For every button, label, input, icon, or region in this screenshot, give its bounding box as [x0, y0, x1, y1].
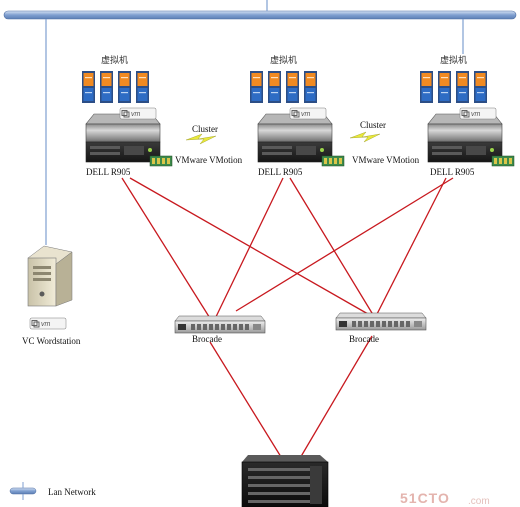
vmware-logo-icon	[119, 107, 157, 120]
vmware-logo-icon	[289, 107, 327, 120]
fibre-links	[121, 177, 454, 466]
server-label: DELL R905	[86, 167, 131, 177]
server-icon	[257, 113, 345, 167]
vmware-logo-icon	[459, 107, 497, 120]
server-icon	[427, 113, 515, 167]
watermark: 51CTO	[400, 490, 450, 506]
lightning-icon	[185, 133, 217, 145]
legend-lan-symbol	[9, 482, 37, 500]
lightning-icon	[349, 131, 381, 143]
vm-label: 虚拟机	[440, 56, 468, 66]
vm-icon	[250, 71, 317, 103]
legend-label: Lan Network	[48, 487, 96, 497]
vm-label: 虚拟机	[101, 56, 129, 66]
vmotion-label: VMware VMotion	[352, 155, 420, 165]
lan-network-bus	[3, 0, 517, 245]
switch-icon	[174, 315, 266, 334]
vm-label: 虚拟机	[270, 56, 298, 66]
vm-icon	[420, 71, 487, 103]
workstation-label: VC Wordstation	[22, 336, 81, 346]
vm-icon	[82, 71, 149, 103]
vmware-logo-icon	[29, 317, 67, 330]
server-label: DELL R905	[258, 167, 303, 177]
switch-label: Brocade	[192, 334, 222, 344]
switch-label: Brocade	[349, 334, 379, 344]
switch-icon	[335, 312, 427, 331]
vmotion-label: VMware VMotion	[175, 155, 243, 165]
cluster-label: Cluster	[360, 120, 386, 130]
watermark-suffix: .com	[468, 496, 490, 507]
server-icon	[85, 113, 173, 167]
storage-icon	[241, 455, 329, 507]
workstation-icon	[27, 245, 73, 307]
server-label: DELL R905	[430, 167, 475, 177]
cluster-label: Cluster	[192, 124, 218, 134]
